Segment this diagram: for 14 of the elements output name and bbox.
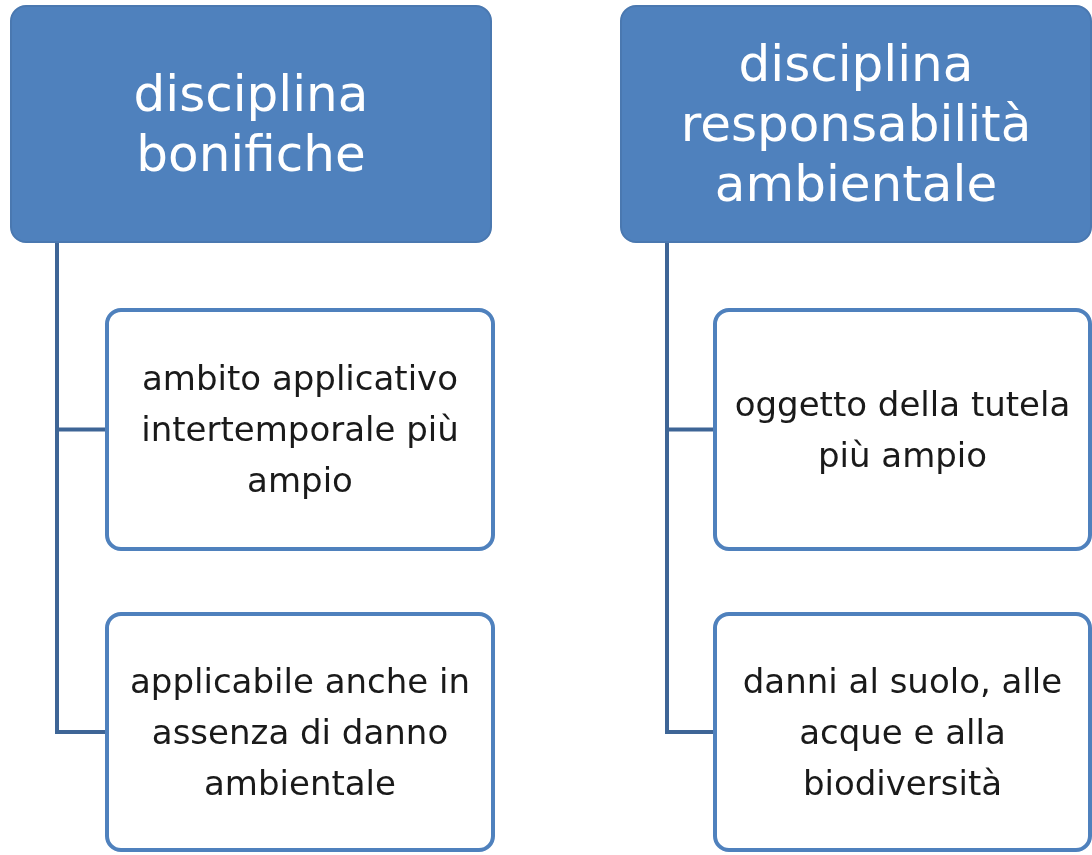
box-text: disciplina responsabilità ambientale	[679, 34, 1033, 214]
box-text: disciplina bonifiche	[132, 64, 370, 184]
content-box	[713, 612, 1092, 852]
content-box	[713, 308, 1092, 551]
content-box	[105, 308, 495, 551]
box-text: danni al suolo, alle acque e alla biodiversità	[741, 659, 1064, 805]
box-text: oggetto della tutela più ampio	[733, 382, 1072, 477]
box-text: ambito applicativo intertemporale più ampio	[140, 357, 460, 502]
content-box	[105, 612, 495, 852]
header-box	[620, 5, 1092, 243]
connector-line	[665, 243, 713, 734]
header-box	[10, 5, 492, 243]
box-text: applicabile anche in assenza di danno ambientale	[129, 659, 471, 805]
connector-line	[55, 243, 105, 734]
